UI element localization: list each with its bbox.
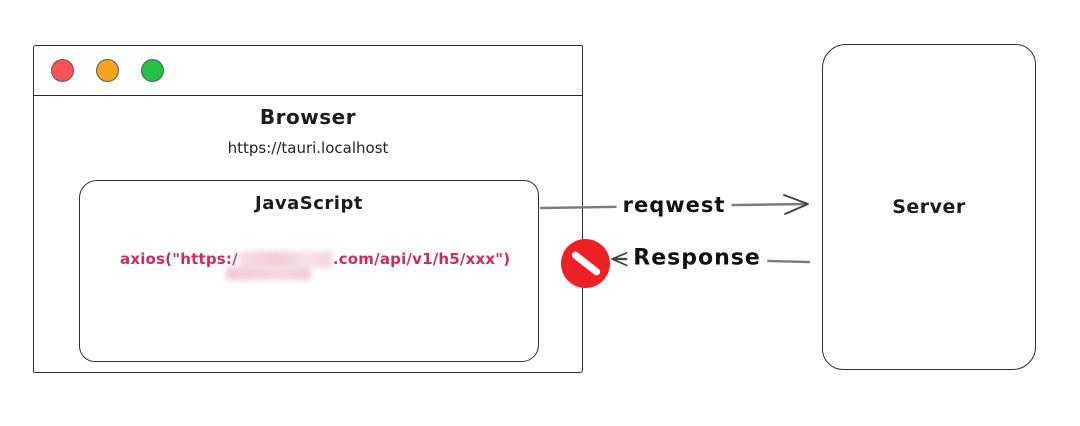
server-box: Server — [822, 44, 1036, 370]
js-code-line: axios("https:/ .com/api/v1/h5/xxx") — [120, 247, 510, 271]
browser-window: Browser https://tauri.localhost JavaScri… — [33, 45, 583, 373]
server-title: Server — [892, 196, 966, 218]
censored-domain-blur — [238, 251, 332, 268]
javascript-box-title: JavaScript — [255, 193, 363, 214]
browser-url: https://tauri.localhost — [227, 139, 389, 157]
browser-title: Browser — [259, 105, 357, 129]
blocked-icon — [561, 239, 610, 288]
javascript-box: JavaScript axios("https:/ .com/api/v1/h5/… — [79, 180, 539, 362]
response-arrow-label: Response — [627, 245, 767, 271]
request-arrow-label: reqwest — [616, 193, 732, 217]
censored-domain-blur-band — [226, 267, 311, 280]
js-code-suffix: .com/api/v1/h5/xxx") — [332, 250, 511, 268]
traffic-light-close-icon — [51, 59, 74, 82]
blocked-icon-slash — [569, 250, 602, 277]
traffic-light-minimize-icon — [96, 59, 119, 82]
browser-titlebar — [34, 46, 582, 96]
js-code-prefix: axios("https:/ — [120, 250, 238, 268]
traffic-light-maximize-icon — [141, 59, 164, 82]
